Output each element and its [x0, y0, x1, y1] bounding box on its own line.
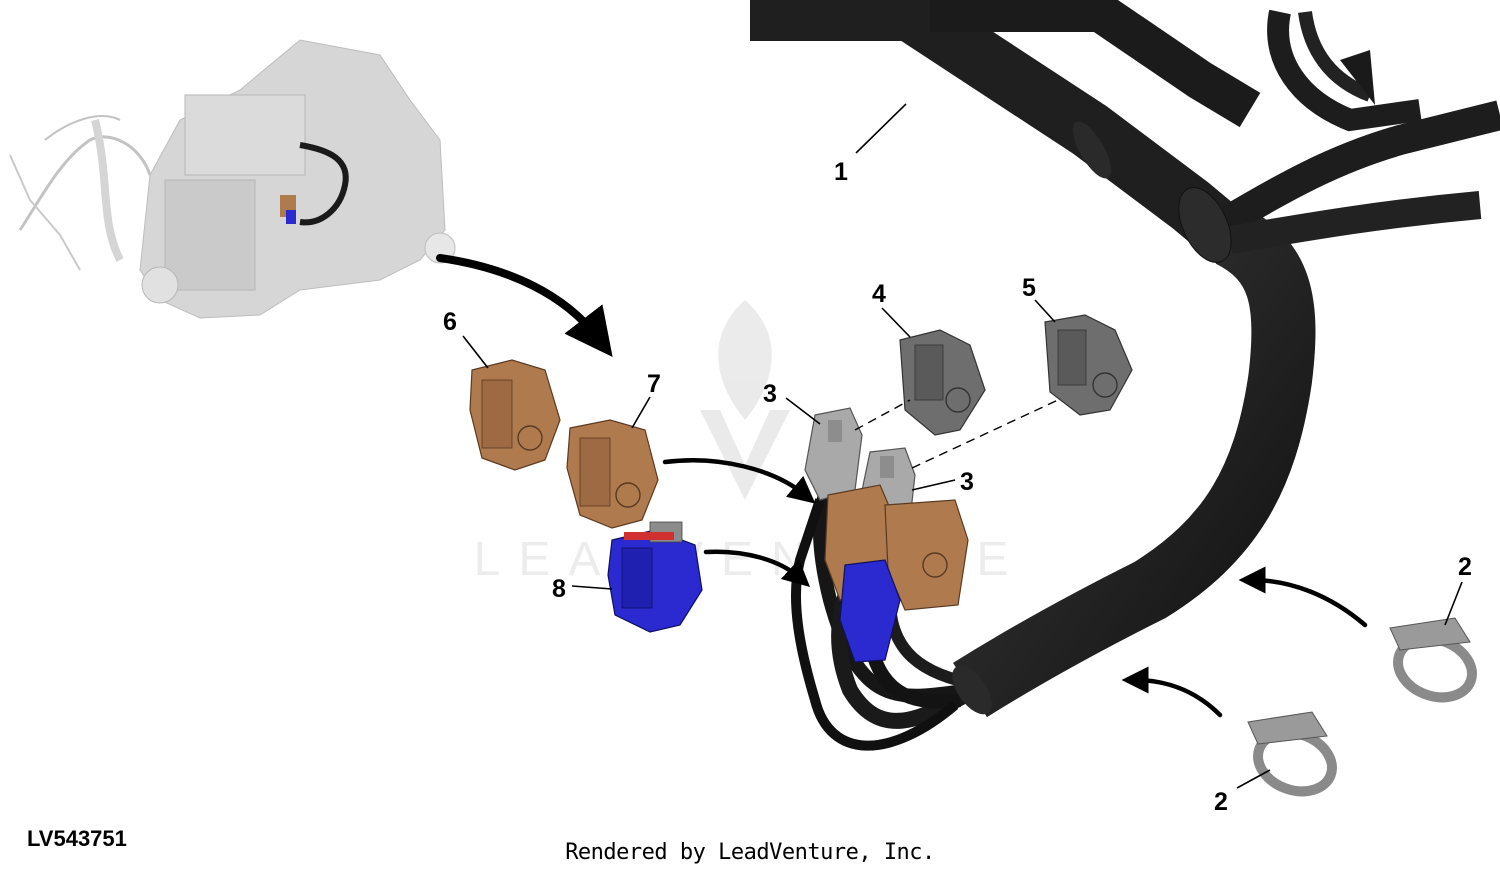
clamp-2-upper [1389, 617, 1477, 703]
callout-2-upper: 2 [1458, 553, 1472, 581]
callout-2-lower: 2 [1214, 788, 1228, 816]
alignment-lines [854, 399, 1059, 469]
flow-arrows [436, 254, 1368, 718]
main-wire-harness [750, 0, 1500, 718]
connector-3-upper [804, 407, 863, 501]
mated-blue-connector [839, 559, 901, 663]
transmission-assembly [9, 39, 456, 319]
gray-connector-5 [1044, 314, 1133, 416]
clamp-2-lower [1247, 711, 1337, 797]
callout-3-lower: 3 [960, 468, 974, 496]
harness-highlight [280, 142, 349, 226]
callout-7: 7 [647, 370, 661, 398]
leader-lines [462, 103, 1463, 789]
callout-4: 4 [872, 280, 886, 308]
callout-3-upper: 3 [763, 380, 777, 408]
image-id-label: LV543751 [27, 826, 127, 851]
callout-6: 6 [443, 308, 457, 336]
callout-5: 5 [1022, 274, 1036, 302]
callout-8: 8 [552, 575, 566, 603]
tan-connector-6 [469, 359, 561, 471]
gray-connector-4 [899, 329, 986, 436]
render-credit: Rendered by LeadVenture, Inc. [565, 840, 935, 865]
tan-connector-7 [566, 419, 659, 529]
watermark [700, 300, 790, 500]
blue-connector-8 [607, 521, 703, 633]
callout-1: 1 [834, 158, 848, 186]
